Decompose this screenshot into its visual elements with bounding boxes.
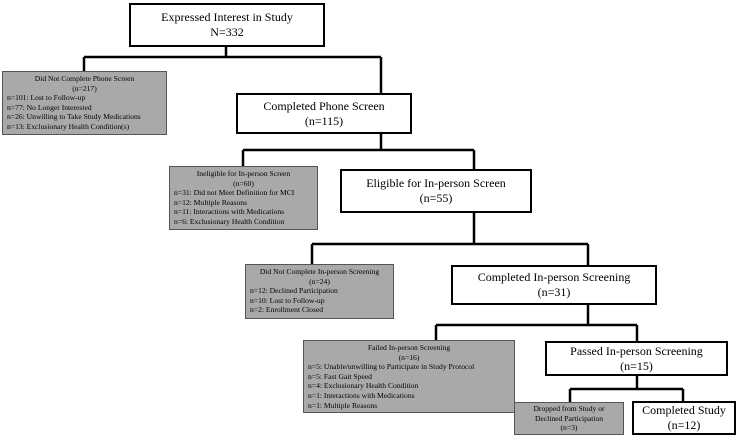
node-count: (n=115) [304,113,344,128]
node-count: (n=24) [309,276,330,286]
list-item: n=5: Fast Gait Speed [308,371,372,381]
node-title-line-2: Declined Participation [534,413,604,423]
node-count: N=332 [210,25,244,39]
node-count: (n=217) [72,83,97,93]
node-expressed-interest: Expressed Interest in Study N=332 [129,3,325,47]
node-completed-phone-screen: Completed Phone Screen (n=115) [236,93,412,134]
node-title: Completed Phone Screen [263,98,385,113]
list-item: n=1: Multiple Reasons [308,400,378,410]
list-item: n=26: Unwilling to Take Study Medication… [7,112,141,122]
exclusion-list: n=101: Lost to Follow-up n=77: No Longer… [3,93,166,131]
node-completed-in-person-screening: Completed In-person Screening (n=31) [451,265,657,305]
list-item: n=31: Did not Meet Definition for MCI [174,188,295,198]
node-title: Expressed Interest in Study [161,10,293,24]
list-item: n=12: Multiple Reasons [174,197,248,207]
list-item: n=77: No Longer Interested [7,102,92,112]
node-eligible-in-person: Eligible for In-person Screen (n=55) [340,169,532,213]
node-completed-study: Completed Study (n=12) [632,401,736,435]
list-item: n=101: Lost to Follow-up [7,93,86,103]
node-no-in-person-screening: Did Not Complete In-person Screening (n=… [245,264,394,319]
node-passed-in-person-screening: Passed In-person Screening (n=15) [545,341,728,376]
node-count: (n=16) [398,352,420,362]
node-title: Eligible for In-person Screen [366,176,506,190]
node-title: Completed Study [642,403,726,417]
list-item: n=6: Exclusionary Health Condition [174,216,285,226]
node-dropped-from-study: Dropped from Study or Declined Participa… [514,402,624,435]
node-title: Completed In-person Screening [477,270,631,284]
list-item: n=4: Exclusionary Health Condition [308,381,419,391]
node-title: Dropped from Study or [533,404,605,414]
list-item: n=13: Exclusionary Health Condition(s) [7,121,130,131]
list-item: n=2: Enrollment Closed [250,305,324,315]
node-count: (n=31) [537,285,571,299]
list-item: n=5: Unable/unwilling to Participate in … [308,362,475,372]
node-count: (n=3) [560,423,578,433]
node-count: (n=12) [667,418,701,432]
list-item: n=12: Declined Participation [250,286,338,296]
node-title: Did Not Complete In-person Screening [259,267,380,276]
node-title: Did Not Complete Phone Screen [34,74,135,83]
exclusion-list: n=5: Unable/unwilling to Participate in … [304,362,514,410]
list-item: n=11: Interactions with Medications [174,207,285,217]
list-item: n=1: Interactions with Medications [308,390,415,400]
node-count: (n=55) [419,191,453,205]
node-no-phone-screen: Did Not Complete Phone Screen (n=217) n=… [2,71,167,135]
node-count: (n=15) [620,358,653,373]
node-ineligible-in-person: Ineligible for In-person Screen (n=60) n… [169,166,318,230]
node-count: (n=60) [233,178,254,188]
node-failed-in-person-screening: Failed In-person Screening (n=16) n=5: U… [303,340,515,413]
node-title: Failed In-person Screening [367,343,451,352]
list-item: n=10: Lost to Follow-up [250,295,325,305]
node-title: Passed In-person Screening [570,343,703,358]
node-title: Ineligible for In-person Screen [196,169,291,178]
exclusion-list: n=31: Did not Meet Definition for MCI n=… [170,188,317,226]
exclusion-list: n=12: Declined Participation n=10: Lost … [246,286,393,315]
